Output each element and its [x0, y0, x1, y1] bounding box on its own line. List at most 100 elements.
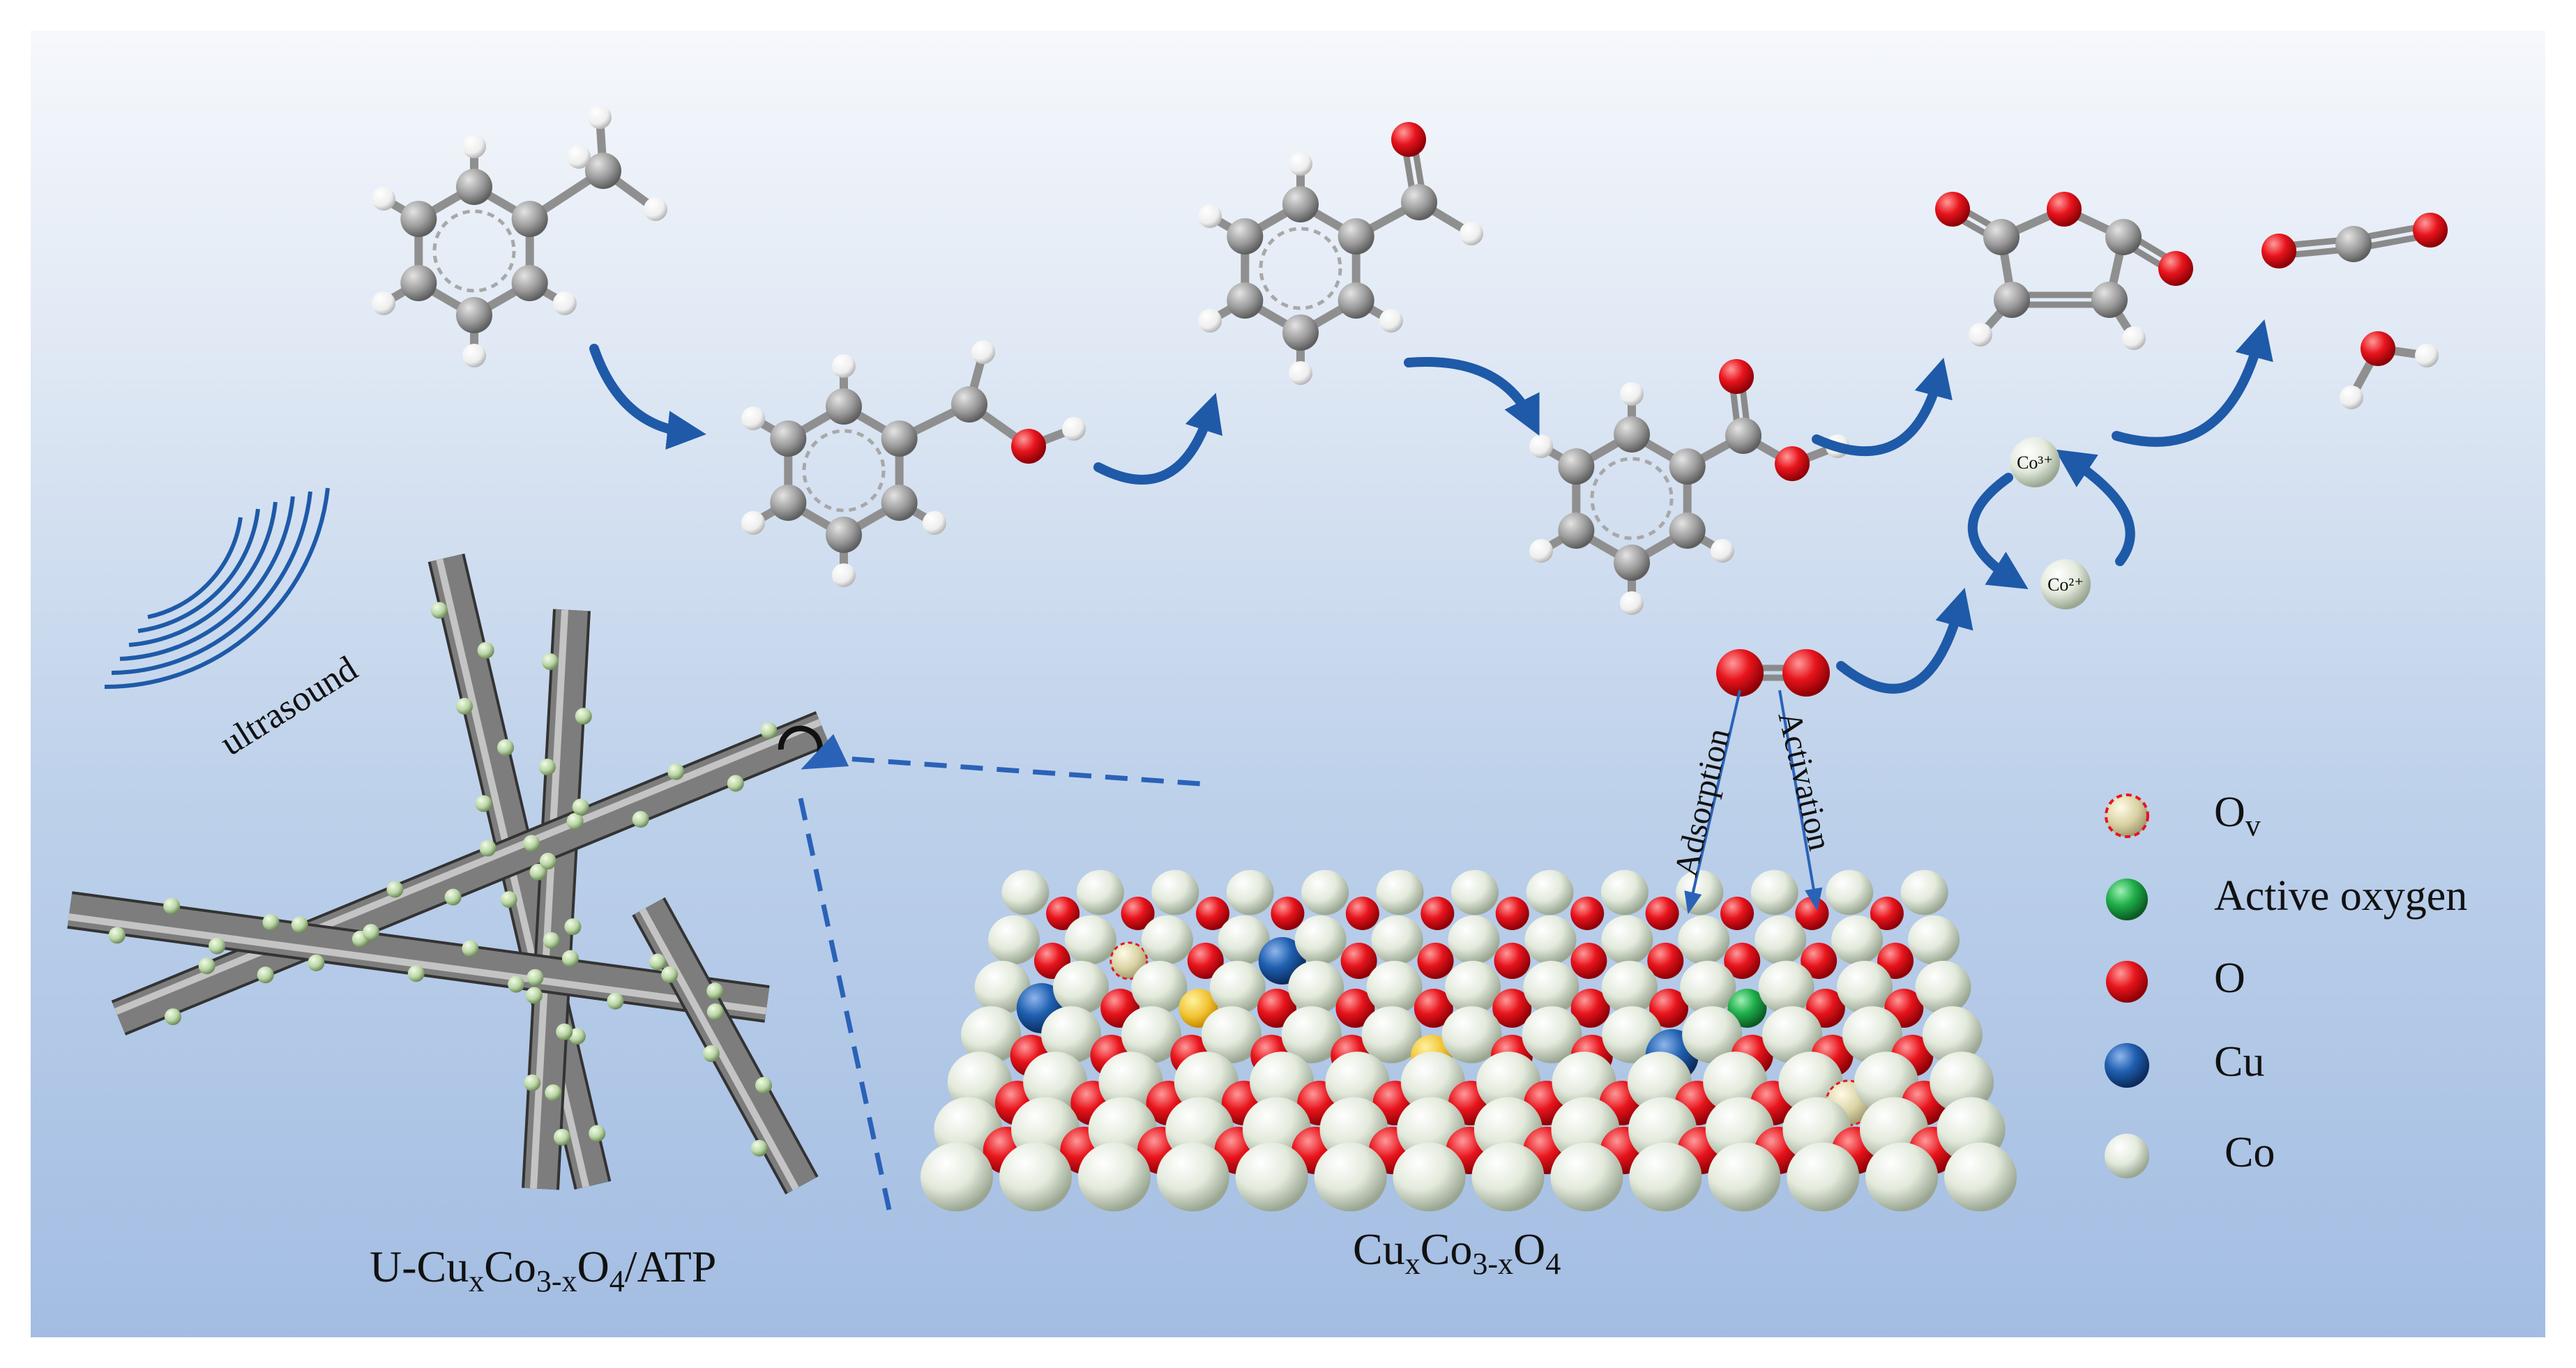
co-atom: [1837, 961, 1893, 1014]
carbon-dioxide-molecule: [2261, 213, 2448, 268]
nanorod-highlight: [530, 609, 569, 1189]
co-atom: [1524, 915, 1577, 965]
catalyst-particle: [667, 763, 685, 780]
co-atom: [1865, 1142, 1939, 1212]
o-atom: [1340, 943, 1377, 979]
carbon-atom: [770, 485, 807, 521]
o-atom: [1121, 897, 1155, 930]
hydrogen-atom: [588, 105, 612, 129]
catalyst-particle: [477, 641, 494, 659]
zoom-line-bottom: [798, 798, 892, 1210]
adsorption-activation-arrows: [1684, 690, 1823, 915]
ultrasound-waves-icon: [104, 487, 330, 690]
benzaldehyde-molecule: [1198, 122, 1483, 385]
o-atom: [1195, 897, 1229, 930]
co-atom: [1076, 869, 1124, 915]
catalyst-particle: [661, 966, 679, 983]
co-atom: [1445, 961, 1501, 1014]
co-atom: [1064, 915, 1116, 965]
co-atom: [1854, 1051, 1918, 1113]
surface-label: CuxCo3-xO4: [1353, 1224, 1561, 1281]
carbon-atom: [1338, 282, 1374, 319]
carbon-atom: [1227, 218, 1264, 254]
co-atom: [1288, 961, 1344, 1014]
oxygen-atom: [1716, 649, 1764, 697]
carbon-atom: [1614, 545, 1650, 581]
catalyst-particle: [702, 1045, 720, 1063]
co-atom: [1226, 869, 1274, 915]
cuco-surface-lattice: [920, 869, 2017, 1212]
co-atom: [1098, 1051, 1163, 1113]
co-atom: [1526, 869, 1574, 915]
arrow-alcohol-to-aldehyde: [1093, 393, 1223, 485]
catalyst-particle: [108, 927, 126, 944]
catalyst-particle: [554, 1129, 571, 1146]
co-atom: [1053, 961, 1109, 1014]
co-atom: [1787, 1142, 1860, 1212]
benzyl-alcohol-molecule: [741, 340, 1086, 587]
catalyst-particle: [561, 950, 579, 967]
co-atom: [1023, 1051, 1088, 1113]
o-atom: [1046, 897, 1080, 930]
catalyst-particle: [430, 602, 448, 619]
co-atom: [1376, 869, 1424, 915]
aromatic-ring: [1259, 227, 1342, 310]
oxygen-atom: [2413, 213, 2448, 248]
oxygen-vacancy: [1109, 941, 1149, 980]
catalyst-particle: [556, 1023, 573, 1040]
o-atom: [1877, 943, 1914, 979]
o-atom: [1494, 943, 1531, 979]
aromatic-ring: [1590, 457, 1674, 540]
legend-ov-label: Ov: [2214, 789, 2261, 843]
catalyst-particle: [649, 953, 667, 971]
co-atom: [1366, 961, 1423, 1014]
legend-o-swatch: [2106, 961, 2148, 1003]
catalyst-particle: [750, 1139, 768, 1157]
o-atom: [1801, 943, 1838, 979]
aromatic-ring: [802, 429, 886, 512]
carbon-atom: [1669, 512, 1706, 549]
hydrogen-atom: [741, 406, 766, 430]
arrow-acid-to-anhydride: [1812, 357, 1953, 457]
oxygen-molecule: [1716, 649, 1830, 697]
co-atom: [1522, 1006, 1582, 1063]
o-atom: [1720, 897, 1755, 930]
carbon-atom: [1558, 512, 1595, 549]
co-atom: [1325, 1051, 1390, 1113]
carbon-atom: [400, 201, 437, 237]
catalyst-particle: [589, 1125, 606, 1142]
co-atom: [1281, 1006, 1342, 1063]
zoom-line-top: [815, 754, 1211, 787]
legend-active-oxygen-label: Active oxygen: [2214, 872, 2468, 920]
co-atom: [1141, 915, 1193, 965]
co-atom: [1441, 1006, 1502, 1063]
co-atom: [1627, 1051, 1692, 1113]
hydrogen-atom: [372, 187, 396, 211]
oxygen-atom: [2261, 234, 2296, 268]
carbon-atom: [585, 153, 621, 189]
co-atom: [1755, 915, 1807, 965]
carbon-atom: [1227, 282, 1264, 319]
o-atom: [1870, 897, 1904, 930]
catalyst-particle: [456, 697, 473, 715]
catalyst-particle: [407, 965, 425, 982]
catalyst-particle: [538, 759, 556, 776]
co-atom: [1762, 1006, 1823, 1063]
nanorod: [634, 898, 817, 1194]
benzoic-acid-molecule: [1529, 359, 1849, 615]
catalyst-particle: [526, 968, 544, 986]
oxygen-atom: [1775, 446, 1810, 481]
co-atom: [1448, 915, 1500, 965]
hydrogen-atom: [1620, 591, 1644, 615]
toluene-molecule: [372, 105, 667, 367]
nanorod-highlight: [114, 719, 822, 1015]
carbon-atom: [2335, 226, 2372, 262]
carbon-atom: [826, 517, 862, 553]
co-atom: [1314, 1142, 1387, 1212]
co-atom: [1944, 1142, 2017, 1212]
co-atom: [1922, 1006, 1983, 1063]
hydrogen-atom: [644, 197, 667, 221]
hydrogen-atom: [1198, 309, 1222, 333]
o-atom: [1724, 943, 1761, 979]
o-atom: [1495, 897, 1529, 930]
